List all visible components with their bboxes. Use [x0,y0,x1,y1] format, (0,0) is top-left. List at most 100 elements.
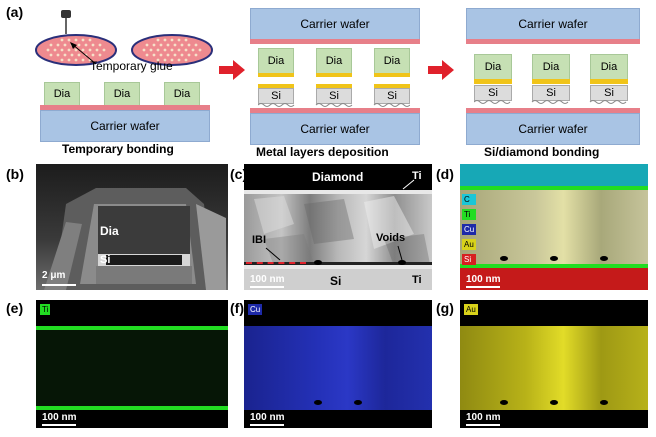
dia-block: Dia [44,82,80,106]
panel-label-a: (a) [6,4,24,20]
glue-dot [198,48,202,52]
glue-dot [60,58,64,62]
void-marker [600,400,608,405]
eds-composite-map: C Ti Cu Au Si 100 nm [460,164,648,290]
carrier-wafer: Carrier wafer [40,110,210,142]
scale-bar-label: 100 nm [466,412,501,423]
ti-band-bottom [460,264,648,268]
glue-dot [74,38,78,42]
ibi-label: IBI [252,234,267,246]
diamond-layer [244,164,432,190]
scale-bar-label: 100 nm [250,412,285,423]
glue-dot [163,38,167,42]
scale-bar [42,424,76,426]
si-block: Si [532,85,570,101]
glue-dot [194,53,198,57]
scale-bar [466,424,500,426]
map-tag-ti: Ti [40,304,51,315]
glue-dot [184,48,188,52]
scale-bar-label: 100 nm [466,274,501,285]
metal-layer [316,84,352,88]
glue-dot [184,58,188,62]
si-layer [244,269,432,290]
glue-dot [156,48,160,52]
grain-texture [254,196,430,266]
tem-image: Diamond Ti IBI Voids Si Ti 100 nm [244,164,432,290]
glue-dot [74,58,78,62]
scale-bar [250,286,284,288]
glue-dot [46,48,50,52]
cu-region [244,326,432,410]
glue-dot [74,48,78,52]
glue-dot [187,53,191,57]
step-caption: Temporary bonding [62,142,174,156]
step-caption: Metal layers deposition [256,145,389,159]
sem-image: Dia Si 2 μm [36,164,228,290]
stage-temporary-bonding: Temporary glue Dia Dia Dia Carrier wafer… [34,10,214,160]
glue-dot [180,43,184,47]
glue-dot [149,48,153,52]
glue-dot [67,38,71,42]
glue-dot [191,48,195,52]
map-tag-au: Au [464,304,478,315]
glue-dot [102,48,106,52]
glue-dot [145,53,149,57]
glue-dot [180,53,184,57]
glue-dot [156,38,160,42]
si-label: Si [330,274,342,288]
ti-band-top [36,326,228,330]
void-marker [314,400,322,405]
glue-layer [466,108,640,113]
glue-dot [88,38,92,42]
ti-label-bottom: Ti [412,274,422,286]
glue-layer [250,108,420,113]
glue-dot [163,58,167,62]
glue-dot [77,43,81,47]
panel-label-e: (e) [6,300,24,316]
glue-dot [177,48,181,52]
glue-layer [466,39,640,44]
glue-dots-left [46,38,106,62]
panel-label-c: (c) [230,166,248,182]
dia-block: Dia [590,54,628,80]
glue-dot [81,38,85,42]
glue-layer [250,39,420,44]
glue-dot [49,53,53,57]
dispenser-needle [65,18,67,34]
scale-bar-label: 100 nm [250,274,285,285]
glue-dot [53,48,57,52]
panel-label-f: (f) [230,300,244,316]
glue-dot [170,58,174,62]
si-block: Si [374,88,410,104]
dia-block: Dia [258,48,294,74]
carbon-region [460,164,648,186]
metal-layer [374,84,410,88]
glue-dot [166,53,170,57]
eds-au-map: Au 100 nm [460,300,648,428]
dia-block: Dia [104,82,140,106]
temporary-glue-label: Temporary glue [90,59,173,73]
scale-bar [466,286,500,288]
glue-dot [67,48,71,52]
wafer-glue-illustration [35,34,213,66]
void-marker [398,260,406,265]
carrier-wafer: Carrier wafer [250,8,420,40]
si-region [460,268,648,290]
metal-layer [258,84,294,88]
dia-block: Dia [532,54,570,80]
glue-dot [145,43,149,47]
glue-dot [159,43,163,47]
glue-dot [84,43,88,47]
bond-layer [532,79,570,84]
diamond-label: Diamond [312,170,364,184]
glue-dot [98,43,102,47]
dia-block: Dia [316,48,352,74]
step-caption: Si/diamond bonding [484,145,600,159]
ibi-arrow [265,247,281,261]
eds-cu-map: Cu 100 nm [244,300,432,428]
bond-layer [474,79,512,84]
glue-dot [173,43,177,47]
glue-dot [142,48,146,52]
sem-si-label: Si [100,254,111,266]
metal-layer [374,73,410,77]
